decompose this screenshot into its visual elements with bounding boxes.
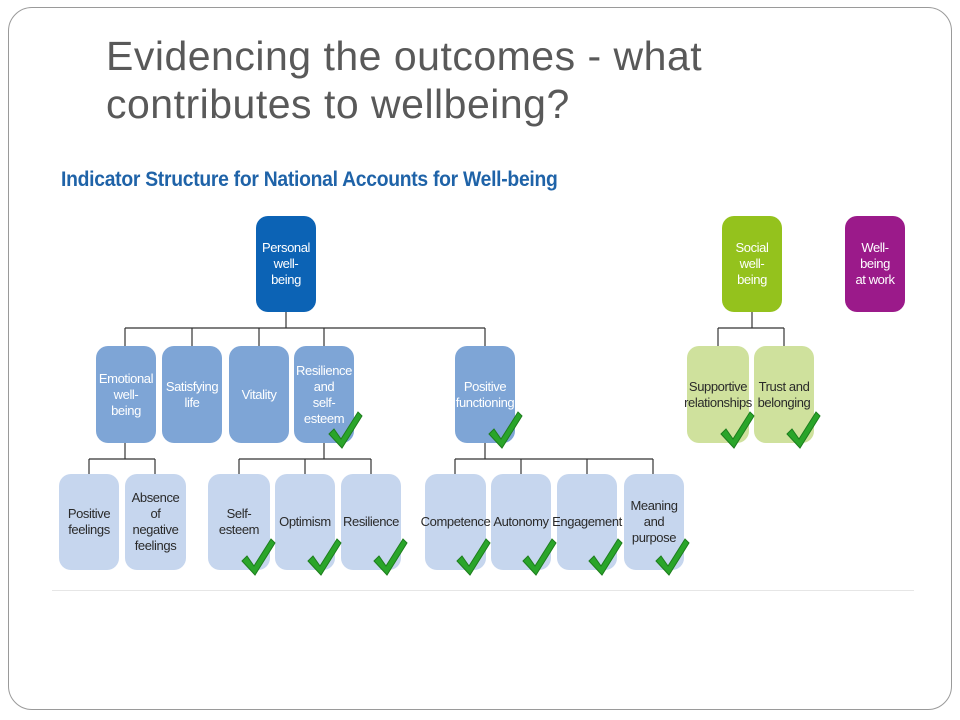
check-mark-icon xyxy=(456,538,491,576)
node-personal-well-being: Personal well-being xyxy=(256,216,316,312)
node-vitality: Vitality xyxy=(229,346,289,443)
node-supportive-relationships: Supportive relationships xyxy=(684,346,752,443)
node-trust-and-belonging: Trust and belonging xyxy=(754,346,814,443)
node-meaning-and-purpose: Meaning and purpose xyxy=(624,474,684,570)
node-satisfying-life: Satisfying life xyxy=(162,346,222,443)
check-mark-icon xyxy=(588,538,623,576)
node-autonomy: Autonomy xyxy=(491,474,551,570)
slide-title: Evidencing the outcomes - what contribut… xyxy=(106,33,703,127)
node-positive-functioning: Positive functioning xyxy=(455,346,515,443)
check-mark-icon xyxy=(328,411,363,449)
node-well-being-at-work: Well-being at work xyxy=(845,216,905,312)
divider-line xyxy=(52,590,914,591)
diagram-subtitle: Indicator Structure for National Account… xyxy=(61,168,558,191)
node-social-well-being: Social well-being xyxy=(722,216,782,312)
node-resilience: Resilience xyxy=(341,474,401,570)
check-mark-icon xyxy=(720,411,755,449)
check-mark-icon xyxy=(488,411,523,449)
node-engagement: Engagement xyxy=(552,474,622,570)
node-resilience-and-self-esteem: Resilience and self-esteem xyxy=(294,346,354,443)
node-absence-of-negative-feelings: Absence of negative feelings xyxy=(125,474,186,570)
check-mark-icon xyxy=(307,538,342,576)
node-competence: Competence xyxy=(421,474,491,570)
node-emotional-well-being: Emotional well-being xyxy=(96,346,156,443)
check-mark-icon xyxy=(373,538,408,576)
check-mark-icon xyxy=(241,538,276,576)
node-optimism: Optimism xyxy=(275,474,335,570)
node-self-esteem: Self-esteem xyxy=(208,474,270,570)
check-mark-icon xyxy=(522,538,557,576)
node-positive-feelings: Positive feelings xyxy=(59,474,119,570)
check-mark-icon xyxy=(655,538,690,576)
check-mark-icon xyxy=(786,411,821,449)
